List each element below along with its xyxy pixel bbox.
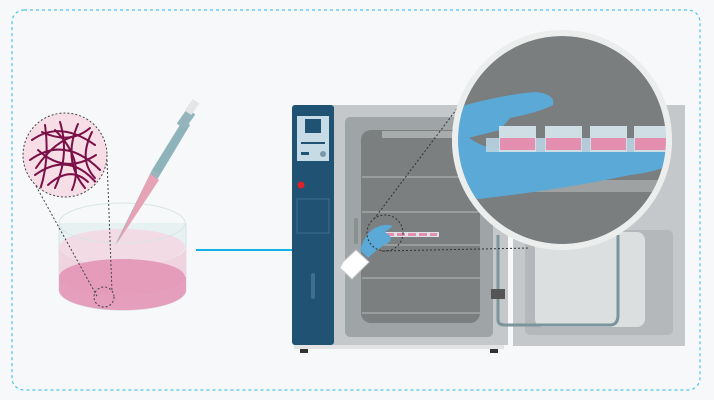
incubator-chamber (361, 130, 480, 323)
fiber-network (29, 121, 101, 191)
slide-magnifier (452, 30, 672, 250)
pipette (115, 98, 200, 245)
control-panel (292, 105, 334, 345)
culture-wells (499, 126, 666, 152)
fiber-magnifier (22, 112, 115, 308)
indicator-light (297, 181, 305, 189)
culture-beaker (58, 202, 187, 311)
dashed-frame (11, 9, 701, 391)
gloved-hand (360, 224, 393, 258)
